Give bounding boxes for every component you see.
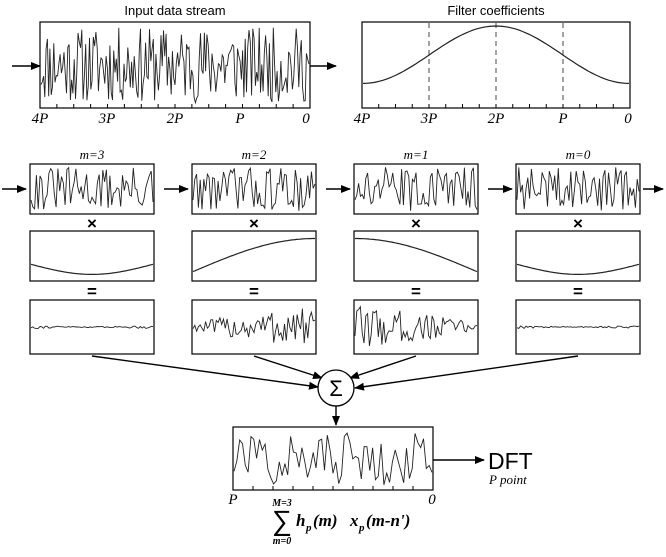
sum-arrow-m3 xyxy=(91,355,319,390)
segment-window-frame-m0 xyxy=(515,230,641,282)
segment-signal-frame-m0 xyxy=(515,163,641,215)
input-tick-2p: 2P xyxy=(167,111,184,127)
segment-product-trace-m3 xyxy=(30,325,154,329)
sum-arrow-m0 xyxy=(354,355,579,391)
output-signal-trace xyxy=(233,432,433,486)
filter-coefficients-panel: Filter coefficients 4P 3P 2P P 0 xyxy=(354,3,633,127)
sum-input-arrows xyxy=(91,355,579,391)
equals-operator-m0: = xyxy=(573,282,583,301)
filter-panel-title: Filter coefficients xyxy=(447,3,545,18)
segment-column-m0: m=0 × = xyxy=(515,147,641,355)
summation-node: Σ xyxy=(317,369,355,407)
input-tick-0: 0 xyxy=(302,111,310,127)
filter-tick-4p: 4P xyxy=(354,111,371,127)
segment-window-curve-m2 xyxy=(192,237,315,273)
equals-operator-m1: = xyxy=(411,282,421,301)
segment-signal-trace-m3 xyxy=(30,166,154,211)
segment-window-frame-m1 xyxy=(353,230,479,282)
input-panel-title: Input data stream xyxy=(124,3,225,18)
sum-arrow-m2 xyxy=(253,355,323,380)
segment-product-trace-m1 xyxy=(354,305,478,347)
formula-h: h xyxy=(296,511,305,530)
output-tick-p: P xyxy=(227,492,237,508)
segment-signal-frame-m1 xyxy=(353,163,479,215)
input-tick-4p: 4P xyxy=(32,111,49,127)
dft-label: DFT xyxy=(488,448,533,474)
input-tick-p: P xyxy=(234,111,244,127)
segment-signal-trace-m0 xyxy=(516,167,640,211)
segment-window-curve-m3 xyxy=(30,263,154,275)
segment-label-m3: m=3 xyxy=(80,147,105,162)
filter-tick-3p: 3P xyxy=(420,111,438,127)
segment-product-frame-m2 xyxy=(191,299,317,355)
segment-signal-trace-m2 xyxy=(192,166,316,211)
segment-window-curve-m0 xyxy=(516,263,640,275)
equals-operator-m2: = xyxy=(249,282,259,301)
input-tick-3p: 3P xyxy=(98,111,116,127)
formula-x-arg: (m-n') xyxy=(366,511,410,530)
formula-lower-limit: m=0 xyxy=(273,536,291,547)
segment-window-frame-m3 xyxy=(29,230,155,282)
output-tick-0: 0 xyxy=(428,492,436,508)
equals-operator-m3: = xyxy=(87,282,97,301)
multiply-operator-m2: × xyxy=(249,214,259,233)
input-signal-trace xyxy=(40,27,310,105)
segment-label-m2: m=2 xyxy=(242,147,267,162)
output-panel: P 0 xyxy=(227,426,485,508)
formula-x: x xyxy=(349,511,359,530)
multiply-operator-m1: × xyxy=(411,214,421,233)
filter-coefficient-curve xyxy=(362,25,630,84)
segment-label-m0: m=0 xyxy=(566,147,591,162)
summation-symbol: Σ xyxy=(329,376,343,401)
segment-column-m3: m=3 × = xyxy=(29,147,155,355)
summation-formula: M=3 ∑ m=0 h p (m) x p (m-n') xyxy=(271,498,410,547)
filter-tick-0: 0 xyxy=(624,111,632,127)
formula-x-sub: p xyxy=(358,522,365,534)
segment-product-trace-m2 xyxy=(192,308,316,344)
input-data-panel: Input data stream 4P 3P 2P P 0 xyxy=(12,3,337,127)
dft-block: DFT P point xyxy=(488,448,533,487)
dft-sublabel: P point xyxy=(488,472,527,487)
segment-column-m1: m=1 × = xyxy=(353,147,479,355)
segment-label-m1: m=1 xyxy=(404,147,429,162)
multiply-operator-m3: × xyxy=(87,214,97,233)
multiply-operator-m0: × xyxy=(573,214,583,233)
segment-signal-trace-m1 xyxy=(354,167,478,211)
segment-product-trace-m0 xyxy=(516,325,640,330)
sum-arrow-m1 xyxy=(349,355,417,379)
segment-column-m2: m=2 × = xyxy=(191,147,317,355)
segment-window-frame-m2 xyxy=(191,230,317,282)
formula-upper-limit: M=3 xyxy=(271,498,292,509)
formula-h-sub: p xyxy=(305,522,312,534)
formula-h-arg: (m) xyxy=(313,511,338,530)
formula-sum-sign: ∑ xyxy=(272,505,292,536)
filter-tick-2p: 2P xyxy=(488,111,505,127)
segment-window-curve-m1 xyxy=(355,237,478,273)
filter-tick-p: P xyxy=(557,111,567,127)
